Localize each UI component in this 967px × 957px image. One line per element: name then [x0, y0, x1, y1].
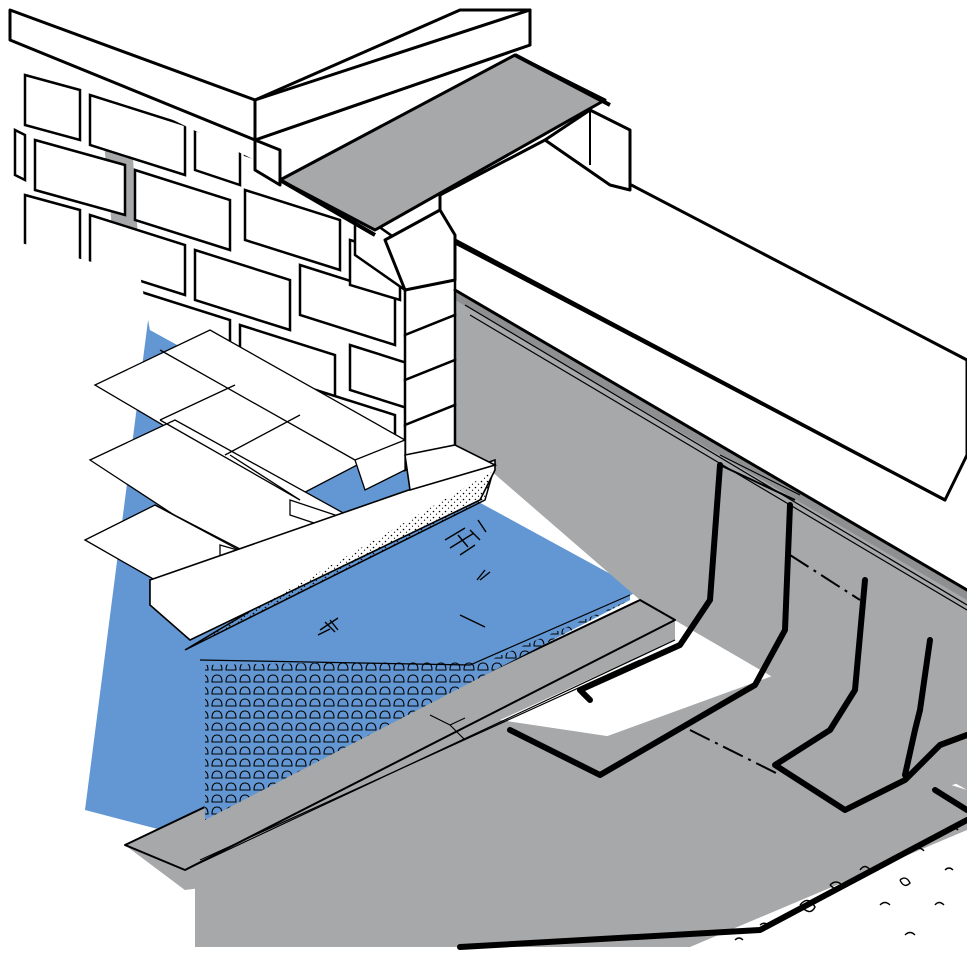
coping-flashing-icon: [278, 53, 611, 237]
mat-seam-joint: [429, 714, 466, 741]
parapet-membrane-upstand: [455, 290, 967, 790]
membrane-seam-lines-icon: [457, 454, 967, 950]
coping-stone: [8, 8, 532, 187]
waterproofing-texture-marks: [317, 519, 491, 636]
parapet-beam: [383, 108, 967, 502]
tile-support-trim: [149, 444, 498, 650]
dimpled-drainage-mat-icon: [199, 590, 631, 820]
